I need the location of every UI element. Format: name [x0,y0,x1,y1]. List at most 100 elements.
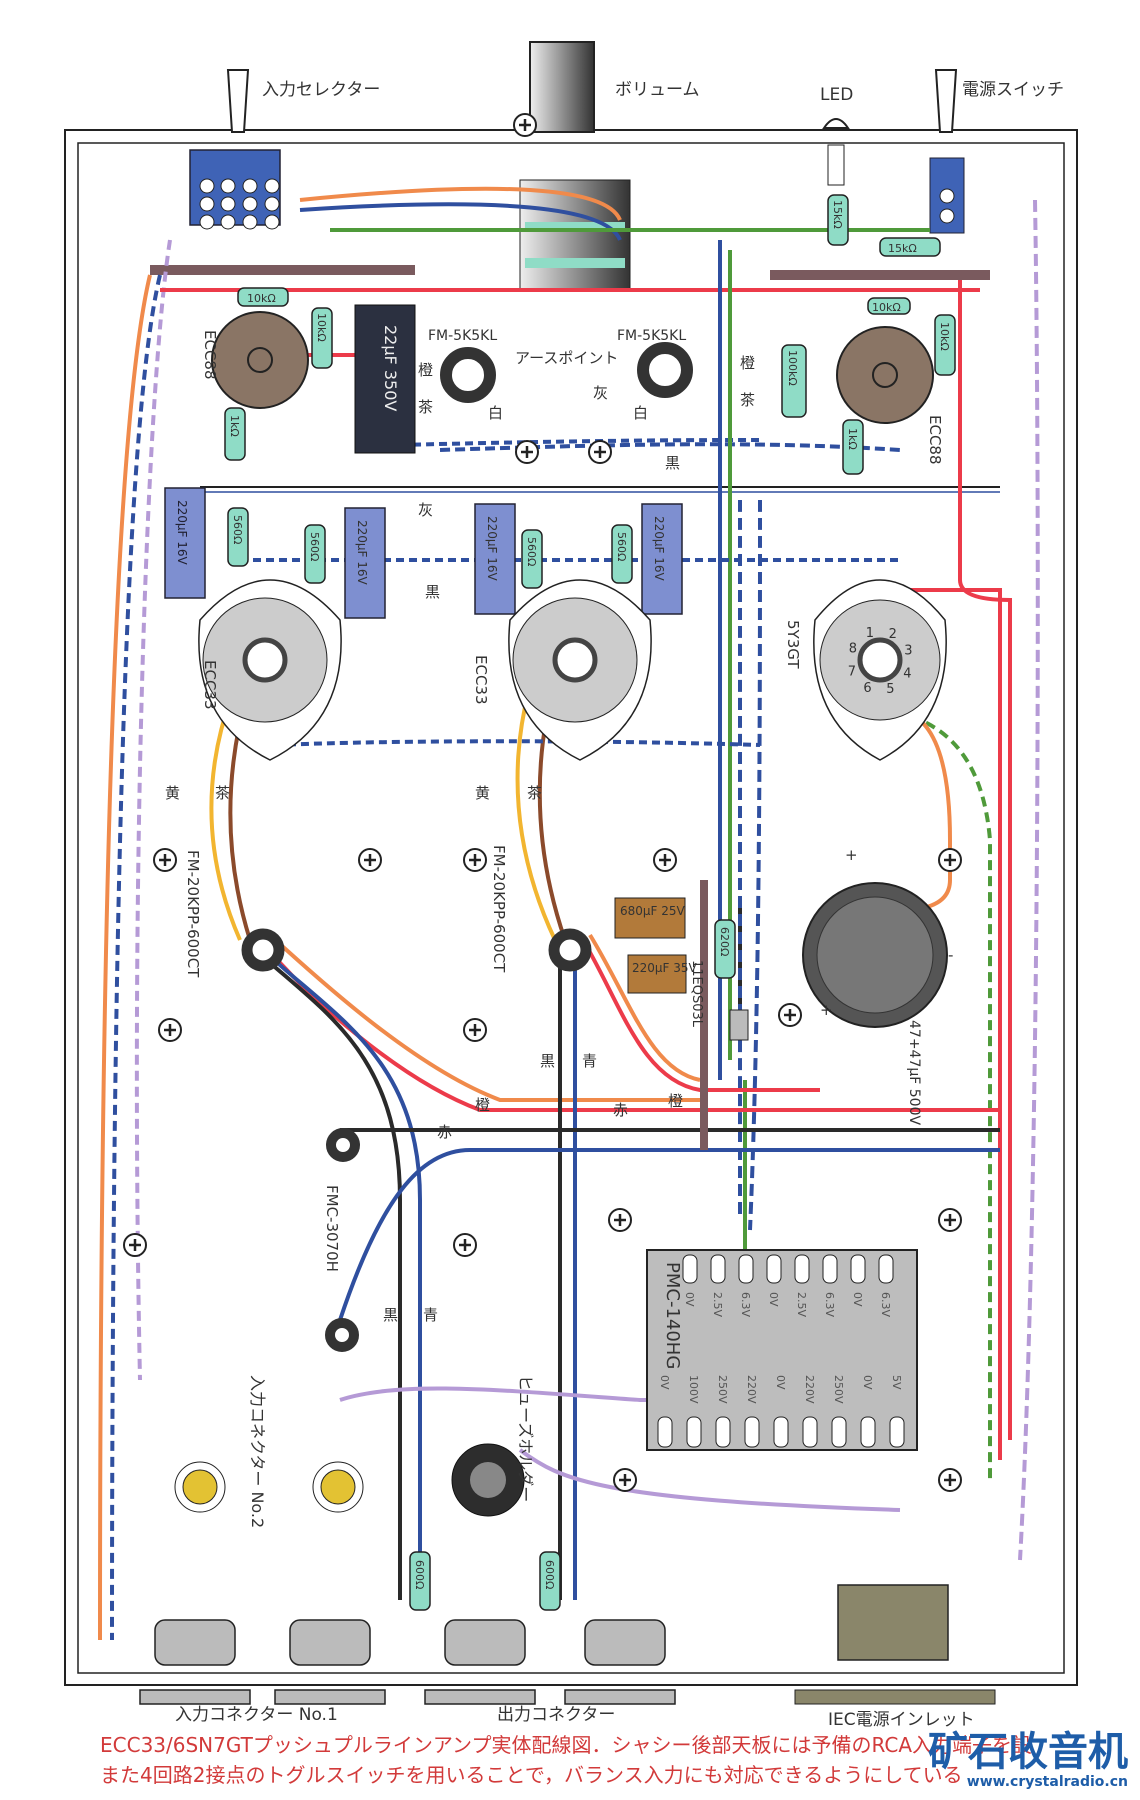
r-620: 620Ω [718,927,731,956]
watermark-url: www.crystalradio.cn [966,1774,1128,1790]
r-560-3: 560Ω [525,537,538,566]
pt-top-tap-label: 0V [767,1292,780,1307]
wire-label-orange-4: 橙 [668,1092,683,1110]
pt-bottom-tap: 5V [889,1375,905,1448]
screw-icon [463,848,487,872]
r-15k-led: 15kΩ [831,200,844,229]
pt-top-tap: 6.3V [738,1254,754,1317]
r-10k-b: 10kΩ [315,313,328,342]
pin-number: 6 [863,681,871,696]
label-ecc88-left: ECC88 [201,330,219,380]
pin-number: 8 [849,641,857,656]
label-led: LED [820,85,853,105]
wire-label-white: 白 [488,404,503,422]
interstage-left [440,347,496,403]
pt-top-tap: 2.5V [794,1254,810,1317]
pt-top-tap-label: 6.3V [739,1292,752,1317]
cap-220uf-35v [627,954,687,994]
power-switch-toggle [929,69,965,234]
pt-top-tap: 2.5V [710,1254,726,1317]
r-560-2: 560Ω [308,532,321,561]
label-input-connector-2: 入力コネクター No.2 [248,1375,267,1528]
pin-number: 3 [904,644,912,659]
pt-top-tap: 6.3V [822,1254,838,1317]
label-earth-point: アースポイント [515,349,618,367]
wire-label-brown-2: 茶 [740,391,755,409]
label-5y3gt: 5Y3GT [784,620,802,669]
wiring [98,186,1040,1641]
pin-number: 2 [889,627,897,642]
caption-line-1: ECC33/6SN7GTプッシュプルラインアンプ実体配線図．シャシー後部天板には… [100,1733,1033,1757]
pin-number: 4 [903,667,911,682]
label-output-transformer-right: FM-20KPP-600CT [490,845,508,973]
c-220u-3: 220μF 16V [485,516,499,582]
filter-cap-plus-2: + [820,1001,833,1019]
label-output-transformer-left: FM-20KPP-600CT [184,850,202,978]
pt-bottom-tap-label: 220V [745,1375,758,1404]
pin-number: 7 [848,664,856,679]
input-selector-toggle [189,69,281,230]
pt-bottom-tap-label: 5V [890,1375,903,1390]
pt-top-tap: 0V [850,1254,866,1307]
r-1k-right: 1kΩ [846,428,859,450]
wire-label-orange-2: 橙 [740,354,755,372]
filter-cap-plus: + [845,846,858,864]
label-volume: ボリューム [615,80,700,100]
pt-top-tap-label: 0V [851,1292,864,1307]
figure-caption: ECC33/6SN7GTプッシュプルラインアンプ実体配線図．シャシー後部天板には… [100,1730,1032,1790]
pt-bottom-tap-label: 100V [687,1375,700,1404]
pt-bottom-tap: 0V [860,1375,876,1448]
label-diode: 11EQS03L [689,960,704,1028]
screw-icon [158,1018,182,1042]
wire-label-orange-3: 橙 [475,1096,490,1114]
screw-icon [938,848,962,872]
screw-icon [463,1018,487,1042]
ecc33-right-socket [508,579,652,761]
screw-icon [938,1208,962,1232]
c-220u-2: 220μF 16V [355,520,369,586]
pt-bottom-tap: 220V [744,1375,760,1448]
ecc88-left-socket [211,311,309,409]
r-600-2: 600Ω [543,1560,556,1589]
r-15k: 15kΩ [888,242,917,255]
pt-bottom-tap-label: 250V [832,1375,845,1404]
cathode-caps [164,487,683,619]
label-ecc88-right: ECC88 [926,415,944,465]
pin-number: 1 [866,626,874,641]
screws [123,113,962,1492]
screw-icon [513,113,537,137]
filter-cap-47-47uf [802,882,948,1028]
diode-11eqs03l [729,1009,749,1041]
label-output-connector: 出力コネクター [497,1705,615,1725]
wire-label-yellow: 黄 [165,784,180,802]
cap-680uf [614,897,686,939]
label-iec-inlet: IEC電源インレット [828,1710,975,1730]
terminal-strip-left [150,265,415,275]
label-input-connector-1: 入力コネクター No.1 [175,1705,338,1725]
pt-top-tap: 0V [766,1254,782,1307]
cap-22uf-label: 22μF 350V [381,325,400,411]
label-choke: FMC-3070H [323,1185,341,1272]
rca-jack-left [174,1461,226,1513]
pt-bottom-tap: 250V [715,1375,731,1448]
screw-icon [608,1208,632,1232]
label-input-selector: 入力セレクター [262,80,380,100]
pt-bottom-tap-label: 0V [658,1375,671,1390]
caption-line-2: また4回路2接点のトグルスイッチを用いることで，バランス入力にも対応できるように… [100,1763,963,1787]
fuse-cap [470,1462,506,1498]
screw-icon [453,1233,477,1257]
ecc33-left-socket [198,579,342,761]
output-transformer-right [548,928,592,972]
cap-22uf-350v [354,304,416,454]
pt-top-tap-label: 6.3V [823,1292,836,1317]
screw-icon [938,1468,962,1492]
rca-jack-right [312,1461,364,1513]
wire-label-red-2: 赤 [613,1101,628,1119]
wire-label-blue: 青 [582,1052,597,1070]
led-indicator [822,118,850,186]
label-interstage-left: FM-5K5KL [428,328,497,344]
screw-icon [358,848,382,872]
filter-cap-minus: - [948,946,953,964]
